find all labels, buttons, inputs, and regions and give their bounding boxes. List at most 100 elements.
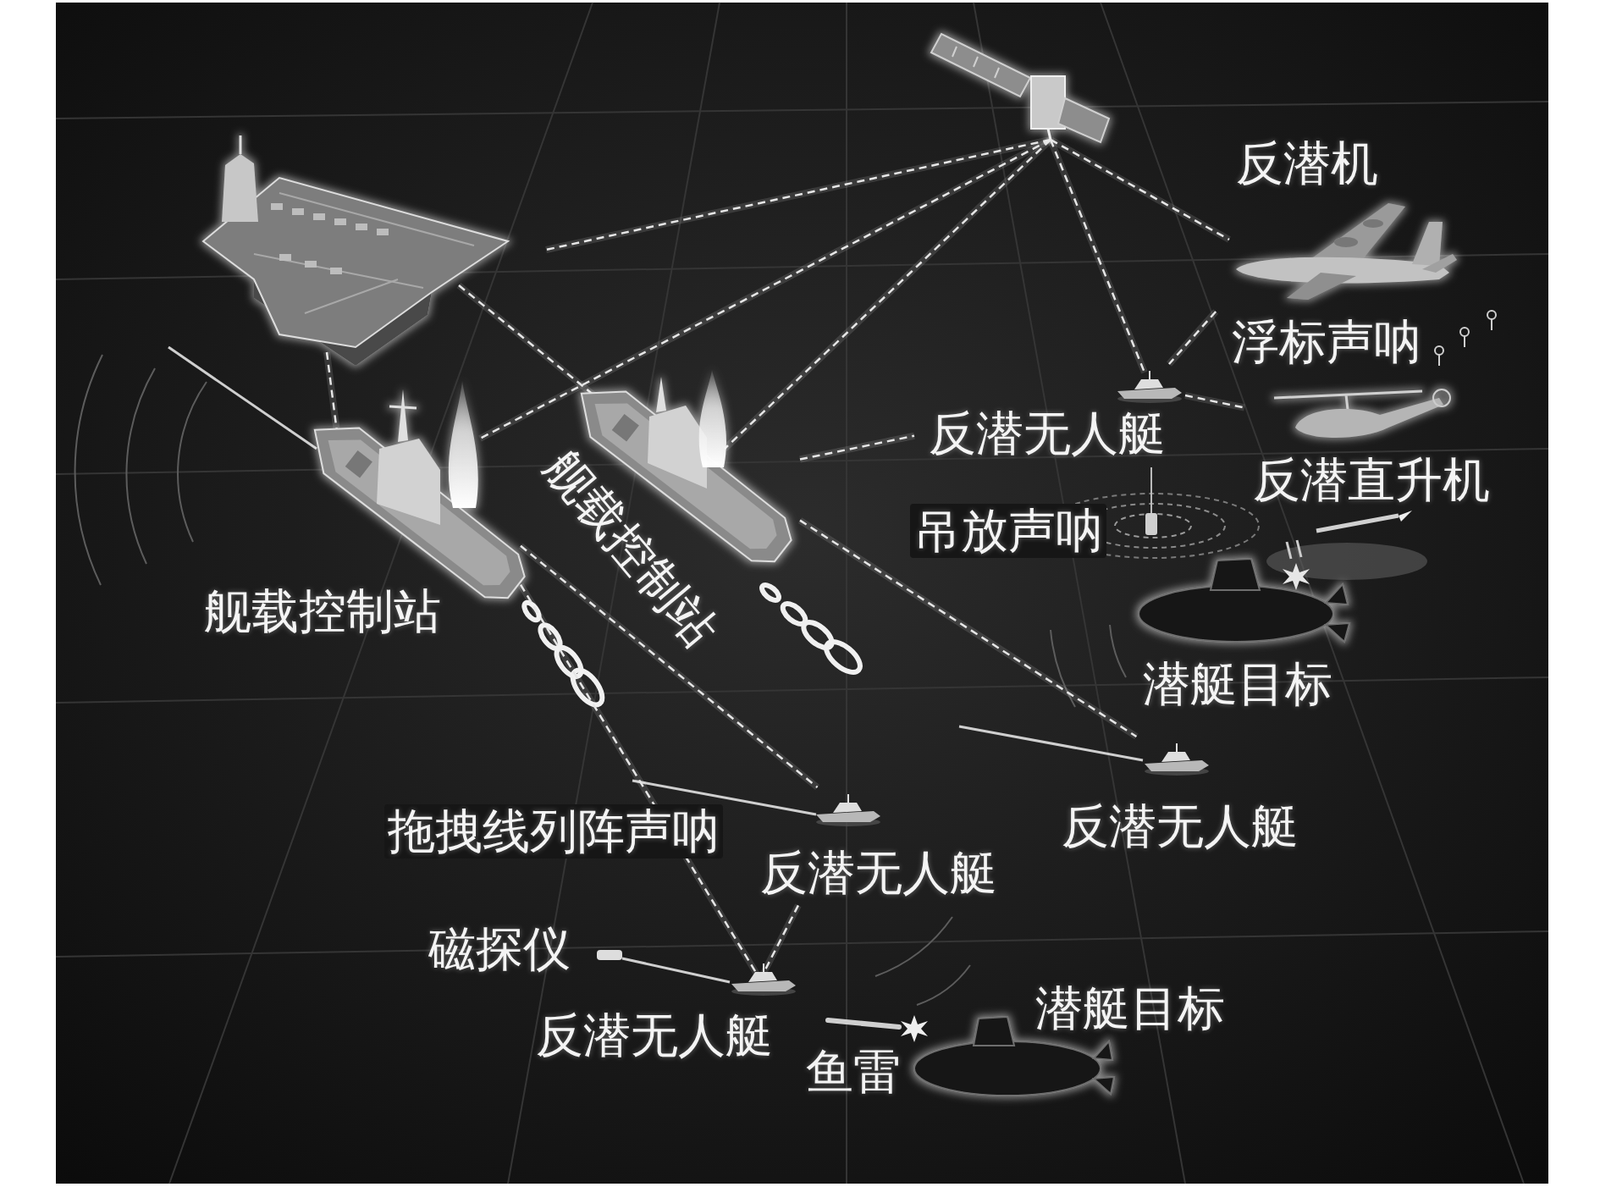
platform-label: 反潜直升机: [1252, 452, 1490, 508]
data-link: [1169, 311, 1216, 365]
aircraft-carrier: [203, 135, 508, 366]
grid-lines: [55, 2, 1549, 1184]
destroyer: [397, 389, 409, 442]
destroyer: [699, 369, 727, 468]
sonar-waves: [75, 354, 103, 585]
dipping-sonar: [1145, 513, 1158, 536]
sensor-label: 潜艇目标: [1142, 656, 1333, 712]
helicopter: [1433, 389, 1451, 407]
torpedo: [827, 1020, 900, 1027]
data-link: [1169, 311, 1216, 365]
anti-submarine-aircraft: [1412, 221, 1443, 266]
destroyer: [297, 407, 535, 611]
aircraft-carrier: [330, 267, 343, 275]
anti-submarine-aircraft: [1362, 219, 1384, 228]
grid-lines: [845, 2, 848, 1184]
helicopter: [1346, 394, 1348, 410]
sea-background: [55, 2, 1549, 1184]
grid-lines: [55, 101, 1549, 119]
sonar-waves: [1109, 624, 1126, 678]
data-link: [763, 904, 799, 974]
satellite: [931, 33, 1109, 143]
submarine: [1210, 558, 1260, 591]
data-link: [763, 904, 799, 974]
aircraft-carrier: [292, 208, 304, 216]
platform-node: 反潜无人艇: [530, 973, 784, 1069]
dipping-sonar: [1114, 513, 1192, 538]
sensor-lines: [959, 726, 1143, 761]
towed-array-cones: [759, 582, 782, 604]
sonobuoys: [1460, 327, 1469, 337]
aircraft-carrier: [304, 260, 317, 268]
aircraft-carrier: [376, 228, 389, 236]
sensor-label: 潜艇目标: [1035, 981, 1225, 1036]
platform-label: 反潜无人艇: [1061, 799, 1299, 854]
anti-submarine-aircraft: [1334, 237, 1358, 248]
helicopter: [1274, 389, 1451, 438]
grid-lines: [55, 931, 1549, 957]
platform-node: 反潜无人艇: [914, 364, 1186, 466]
data-link: [800, 435, 915, 460]
submarine: [1138, 585, 1334, 642]
data-link: [1185, 395, 1245, 408]
platform-label: 舰载控制站: [533, 440, 728, 657]
data-link: [763, 904, 799, 974]
sonobuoys: [1487, 310, 1496, 320]
unmanned-boats: [816, 794, 881, 827]
platform-label: 反潜无人艇: [928, 406, 1166, 461]
satellite-links: [326, 352, 337, 432]
torpedo: [827, 1015, 928, 1043]
aircraft-carrier: [253, 193, 475, 314]
sensor-label: 浮标声呐: [1231, 314, 1422, 370]
satellite-links: [724, 139, 1051, 449]
satellite: [1048, 128, 1051, 140]
destroyer: [448, 380, 479, 508]
platform-label: 反潜无人艇: [760, 845, 998, 900]
submarine: [1325, 584, 1348, 605]
towed-array-cones: [799, 617, 836, 652]
destroyer: [297, 407, 535, 611]
data-link: [1169, 311, 1216, 365]
sonobuoys: [1434, 310, 1496, 366]
destroyer: [656, 376, 667, 413]
destroyer: [345, 450, 373, 478]
sensor-lines: [622, 958, 730, 983]
aircraft-carrier: [270, 203, 283, 210]
connectors: [520, 311, 1245, 974]
platform-node: 反潜无人艇: [1056, 736, 1308, 859]
towed-array-cones: [821, 635, 866, 678]
satellite-links: [1050, 139, 1145, 373]
sonar-waves: [875, 916, 953, 977]
sensor-lines: [596, 949, 623, 960]
unmanned-boats: [1117, 370, 1182, 403]
satellite-links: [1050, 139, 1145, 373]
satellite-links: [480, 139, 1051, 439]
sensor-label: 拖拽线列阵声呐: [384, 804, 723, 859]
satellite: [1058, 98, 1109, 143]
platform-label: 舰载控制站: [204, 584, 442, 639]
attack-effects: [1282, 562, 1310, 591]
destroyer: [315, 424, 518, 595]
sensor-label: 磁探仪: [428, 921, 571, 977]
destroyer: [376, 438, 441, 525]
attack-effects: [1266, 510, 1428, 591]
platform-node: 反潜直升机: [1244, 385, 1503, 513]
attack-effects: [1296, 540, 1302, 558]
sonobuoys: [1434, 346, 1444, 355]
satellite-links: [480, 139, 1051, 439]
attack-effects: [1398, 510, 1413, 522]
submarine: [1093, 1041, 1113, 1060]
dipping-sonar: [1150, 467, 1153, 514]
satellite: [952, 46, 999, 78]
satellite-links: [546, 139, 1051, 250]
attack-effects: [1316, 515, 1399, 531]
data-link: [800, 435, 915, 460]
aircraft-carrier: [355, 223, 368, 231]
sonar-waves: [916, 965, 971, 1005]
data-link: [800, 435, 915, 460]
destroyer: [389, 406, 417, 409]
sonobuoys: [1463, 336, 1466, 348]
platform-label: 反潜机: [1235, 136, 1379, 191]
satellite-links: [724, 139, 1051, 449]
